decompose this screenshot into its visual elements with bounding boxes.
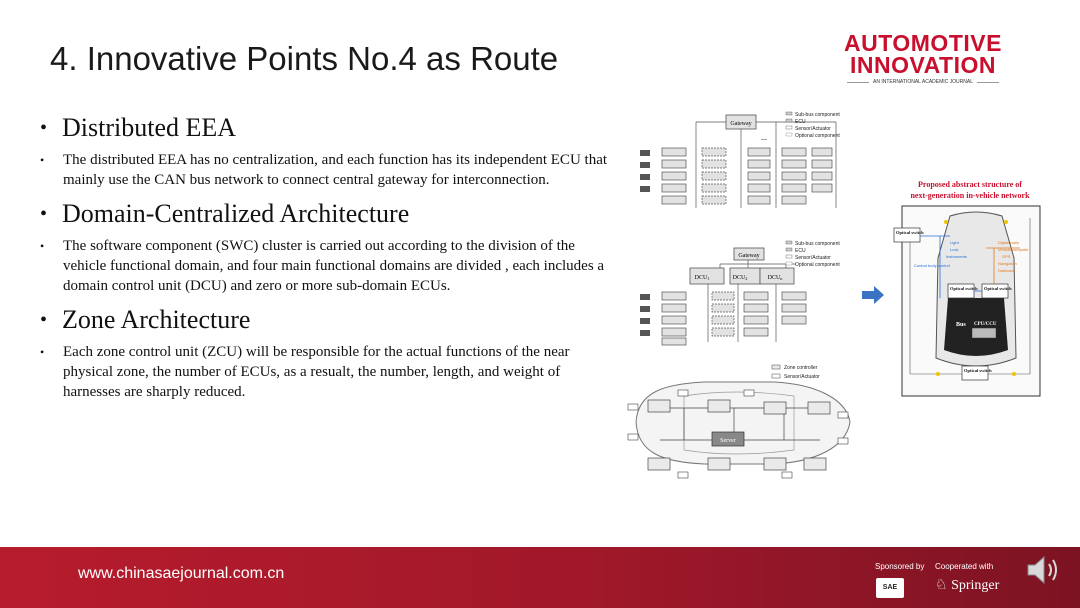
bullet: • (40, 203, 48, 225)
slide-title: 4. Innovative Points No.4 as Route (50, 40, 559, 77)
label-light: Light (950, 240, 960, 245)
label-navigation: Navigation (998, 261, 1017, 266)
journal-url[interactable]: www.chinasaejournal.com.cn (78, 565, 285, 582)
label-body-control: Control body control (914, 263, 950, 268)
gateway-label: Gateway (738, 253, 759, 259)
gateway-label: Gateway (730, 121, 751, 127)
legend-3: Sensor/Actuator (795, 255, 831, 261)
legend-3: Sensor/Actuator (795, 126, 831, 132)
logo-line-1: AUTOMOTIVE (844, 30, 1002, 56)
bullet: • (40, 345, 45, 359)
legend-4: Optional component (795, 133, 840, 139)
heading-distributed-eea: •Distributed EEA (40, 113, 237, 142)
heading-zone-architecture: •Zone Architecture (40, 305, 251, 334)
optical-switch-4: Optical switch (964, 368, 992, 373)
bullet: • (40, 153, 45, 167)
label-digital-radio: Digital radio (998, 240, 1020, 245)
heading-domain-centralized: •Domain-Centralized Architecture (40, 199, 410, 228)
speaker-icon[interactable] (1024, 553, 1064, 587)
paragraph-zone-architecture: •Each zone control unit (ZCU) will be re… (40, 344, 570, 400)
dcu-2-label: DCU2 (733, 275, 748, 281)
zone-architecture-diagram: Server Zone controller Sensor/Actuator (627, 364, 851, 479)
proposed-network-diagram: Proposed abstract structure of next-gene… (893, 180, 1041, 397)
legend-1: Sub-bus component (795, 241, 840, 247)
logo-tagline: AN INTERNATIONAL ACADEMIC JOURNAL (872, 79, 973, 85)
optical-switch-2: Optical switch (950, 286, 978, 291)
logo-line-2: INNOVATION (850, 52, 996, 78)
paragraph-domain-centralized: •The software component (SWC) cluster is… (40, 238, 605, 294)
bullet: • (40, 309, 48, 331)
dcu-n-label: DCUn (768, 275, 783, 281)
domain-centralized-diagram: Gateway DCU1 DCU2 DCUn Sub-bus component… (640, 240, 840, 346)
label-instruments: Instruments (946, 254, 967, 259)
journal-logo: AUTOMOTIVE INNOVATION AN INTERNATIONAL A… (838, 30, 1008, 86)
cooperated-with-label: Cooperated with (935, 562, 994, 571)
footer-bar: www.chinasaejournal.com.cn Sponsored by … (0, 547, 1080, 608)
server-label: Server (720, 438, 736, 444)
springer-logo: ♘ Springer (935, 578, 1000, 593)
proposed-title-2: next-generation in-vehicle network (910, 191, 1030, 200)
slide-content: •Distributed EEA •The distributed EEA ha… (40, 112, 610, 410)
optical-switch-3: Optical switch (984, 286, 1012, 291)
label-gps: GPS (1002, 254, 1011, 259)
distributed-eea-diagram: Gateway ... Sub-bus component ECU Sensor… (640, 111, 840, 208)
bus-label: Bus (956, 322, 966, 328)
label-lock: Lock (950, 247, 958, 252)
legend-2: ECU (795, 248, 806, 254)
sae-logo: SAE (876, 578, 904, 598)
legend-sensor: Sensor/Actuator (784, 374, 820, 380)
arrow-right-icon (862, 286, 884, 304)
logo-tagline-row: AN INTERNATIONAL ACADEMIC JOURNAL (838, 79, 1008, 85)
legend-4: Optional component (795, 262, 840, 268)
label-dashcam: Dashcam (998, 268, 1016, 273)
dcu-1-label: DCU1 (695, 275, 710, 281)
label-vehicle-computer: Vehicle computer (998, 247, 1029, 252)
bullet: • (40, 239, 45, 253)
ellipsis: ... (761, 133, 767, 142)
legend-zone-controller: Zone controller (784, 365, 818, 371)
optical-switch-1: Optical switch (896, 230, 924, 235)
proposed-title-1: Proposed abstract structure of (918, 180, 1022, 189)
bullet: • (40, 117, 48, 139)
paragraph-distributed-eea: •The distributed EEA has no centralizati… (40, 152, 608, 188)
sponsored-by-label: Sponsored by (875, 562, 925, 571)
legend-1: Sub-bus component (795, 112, 840, 118)
cpu-label: CPU/CCU (974, 322, 997, 327)
legend-2: ECU (795, 119, 806, 125)
